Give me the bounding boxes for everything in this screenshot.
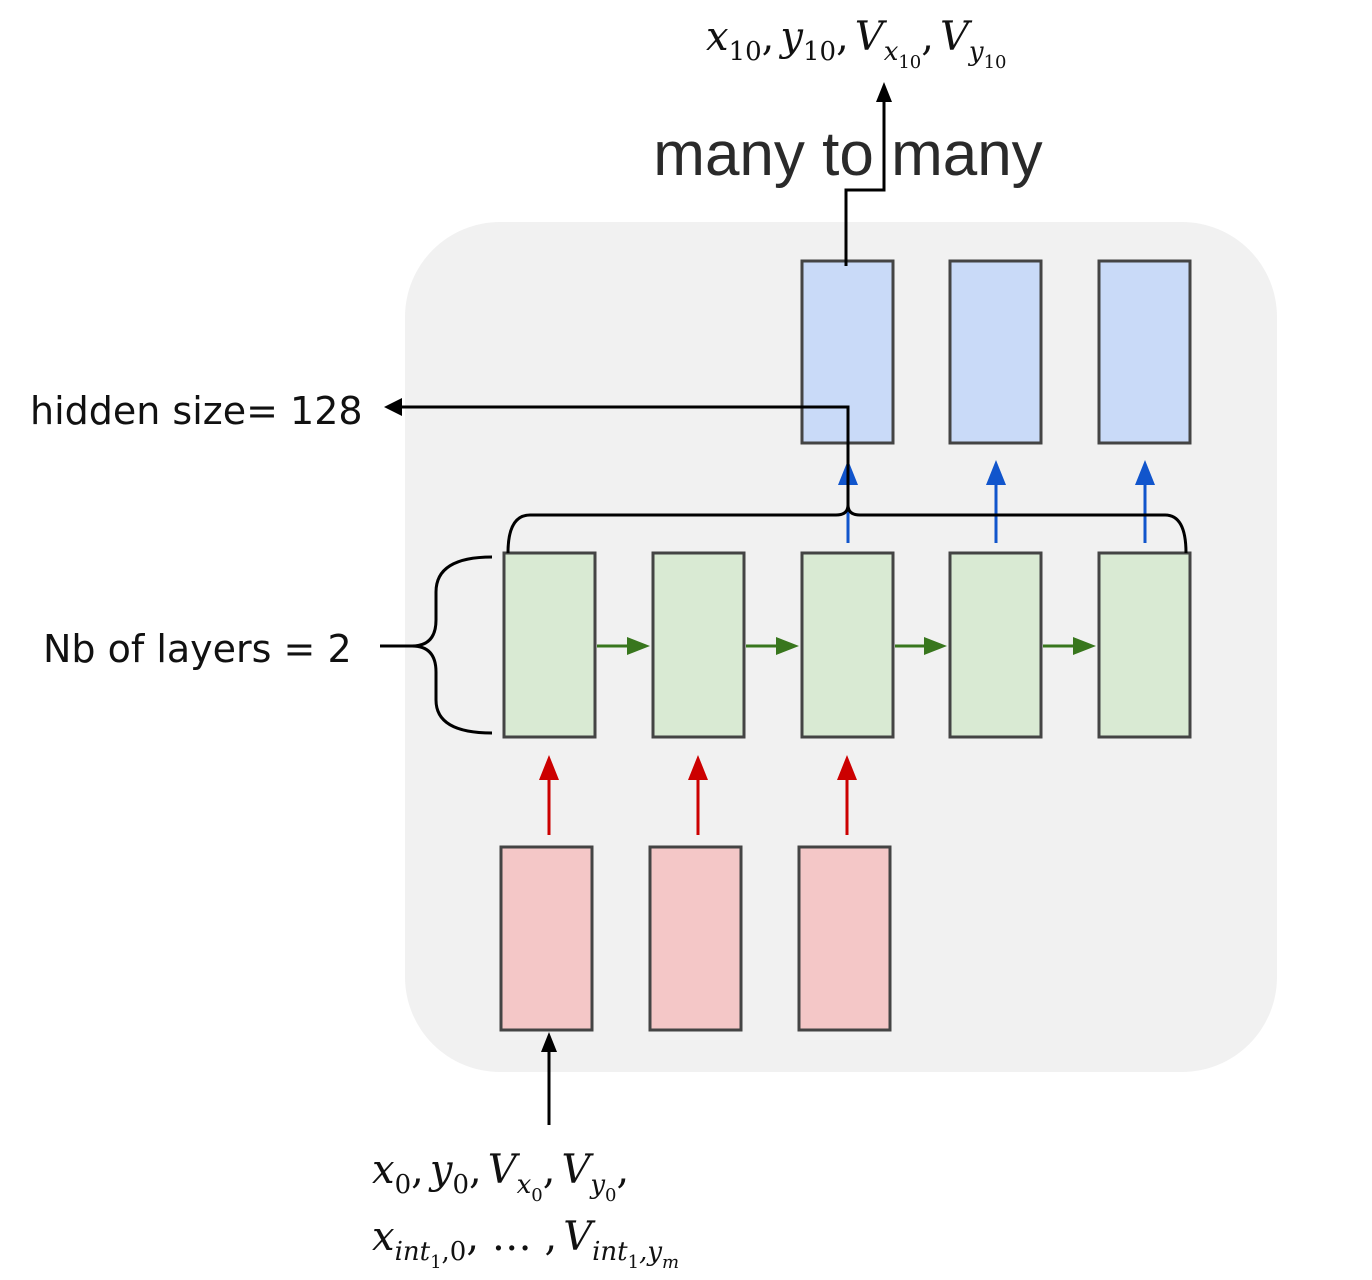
input-arrows <box>539 755 857 835</box>
hidden-box <box>800 551 895 739</box>
hidden-size-label: hidden size= 128 <box>30 389 363 433</box>
input-arrow <box>837 755 857 835</box>
output-box <box>1097 259 1192 445</box>
recurrent-arrow <box>895 637 947 655</box>
recurrent-arrow <box>597 637 650 655</box>
num-layers-label: Nb of layers = 2 <box>43 627 352 671</box>
output-pointer <box>844 100 886 266</box>
hidden-box <box>1097 551 1192 739</box>
input-arrow <box>688 755 708 835</box>
input-arrow <box>539 755 559 835</box>
hidden-box <box>651 551 746 739</box>
output-layer <box>800 259 1192 445</box>
hidden-size-arrowhead <box>384 398 402 416</box>
recurrent-arrow <box>1043 637 1096 655</box>
input-formula-line2: xint1,0, … ,Vint1,ym <box>372 1214 679 1273</box>
layers-brace <box>411 555 493 735</box>
hidden-box <box>502 551 597 739</box>
output-box <box>948 259 1043 445</box>
input-layer <box>499 845 892 1032</box>
output-arrow <box>1135 460 1155 543</box>
output-formula: x10,y10,Vx10,Vy10 <box>706 14 1006 73</box>
output-arrow <box>986 460 1006 543</box>
input-box <box>797 845 892 1032</box>
recurrent-arrows <box>597 637 1096 655</box>
input-arrowhead <box>541 1032 557 1052</box>
hidden-box <box>948 551 1043 739</box>
diagram-title: many to many <box>653 120 1042 189</box>
recurrent-arrow <box>746 637 799 655</box>
output-arrowhead <box>876 82 892 102</box>
hidden-layer <box>502 551 1192 739</box>
input-box <box>648 845 743 1032</box>
input-formula-line1: x0,y0,Vx0,Vy0, <box>372 1147 629 1206</box>
input-box <box>499 845 594 1032</box>
hidden-size-pointer <box>398 405 850 505</box>
